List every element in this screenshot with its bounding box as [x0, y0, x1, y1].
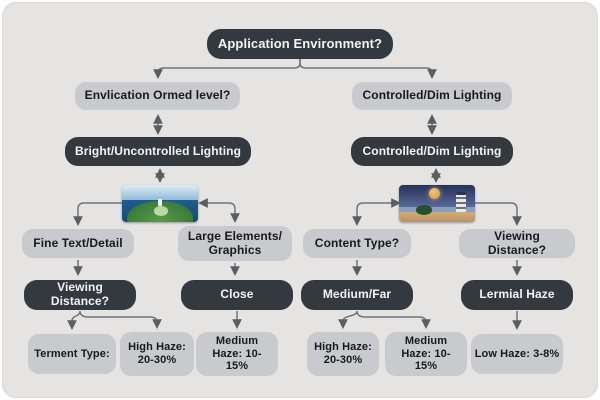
photo-sky — [122, 185, 198, 201]
node-content-type: Content Type? — [303, 229, 411, 258]
node-low-haze: Low Haze: 3-8% — [471, 334, 563, 374]
photo-water — [399, 207, 475, 214]
node-medium-far: Medium/Far — [301, 280, 413, 310]
photo-lighthouse-tower — [455, 192, 466, 213]
left-branch-photo — [122, 185, 198, 222]
photo-helipad — [153, 206, 168, 217]
node-bright-uncontrolled-lighting: Bright/Uncontrolled Lighting — [65, 137, 251, 166]
photo-moon — [429, 187, 441, 199]
node-medium-haze-right: Medium Haze: 10-15% — [385, 332, 467, 376]
right-branch-photo — [399, 185, 475, 222]
node-fine-text-detail: Fine Text/Detail — [22, 229, 134, 258]
photo-bush — [415, 205, 433, 215]
photo-beach — [399, 212, 475, 222]
node-controlled-dim-lighting-mid: Controlled/Dim Lighting — [351, 137, 513, 166]
node-application-environment: Application Environment? — [207, 29, 393, 59]
node-viewing-distance-left: Viewing Distance? — [24, 280, 136, 310]
node-high-haze-right: High Haze: 20-30% — [307, 332, 379, 376]
photo-lighthouse — [158, 198, 163, 206]
node-viewing-distance-right: Viewing Distance? — [459, 229, 575, 258]
node-close: Close — [181, 280, 293, 310]
node-large-elements-graphics: Large Elements/ Graphics — [178, 226, 292, 261]
node-terment-type: Terment Type: — [28, 334, 116, 374]
photo-lighthouse-cap — [455, 191, 466, 195]
node-controlled-dim-lighting-top: Controlled/Dim Lighting — [352, 82, 512, 110]
node-medium-haze-left: Medium Haze: 10-15% — [196, 332, 278, 376]
node-high-haze-left: High Haze: 20-30% — [120, 332, 194, 376]
node-lermial-haze: Lermial Haze — [461, 280, 573, 310]
node-envlication-ormed-level: Envlication Ormed level? — [75, 82, 240, 110]
